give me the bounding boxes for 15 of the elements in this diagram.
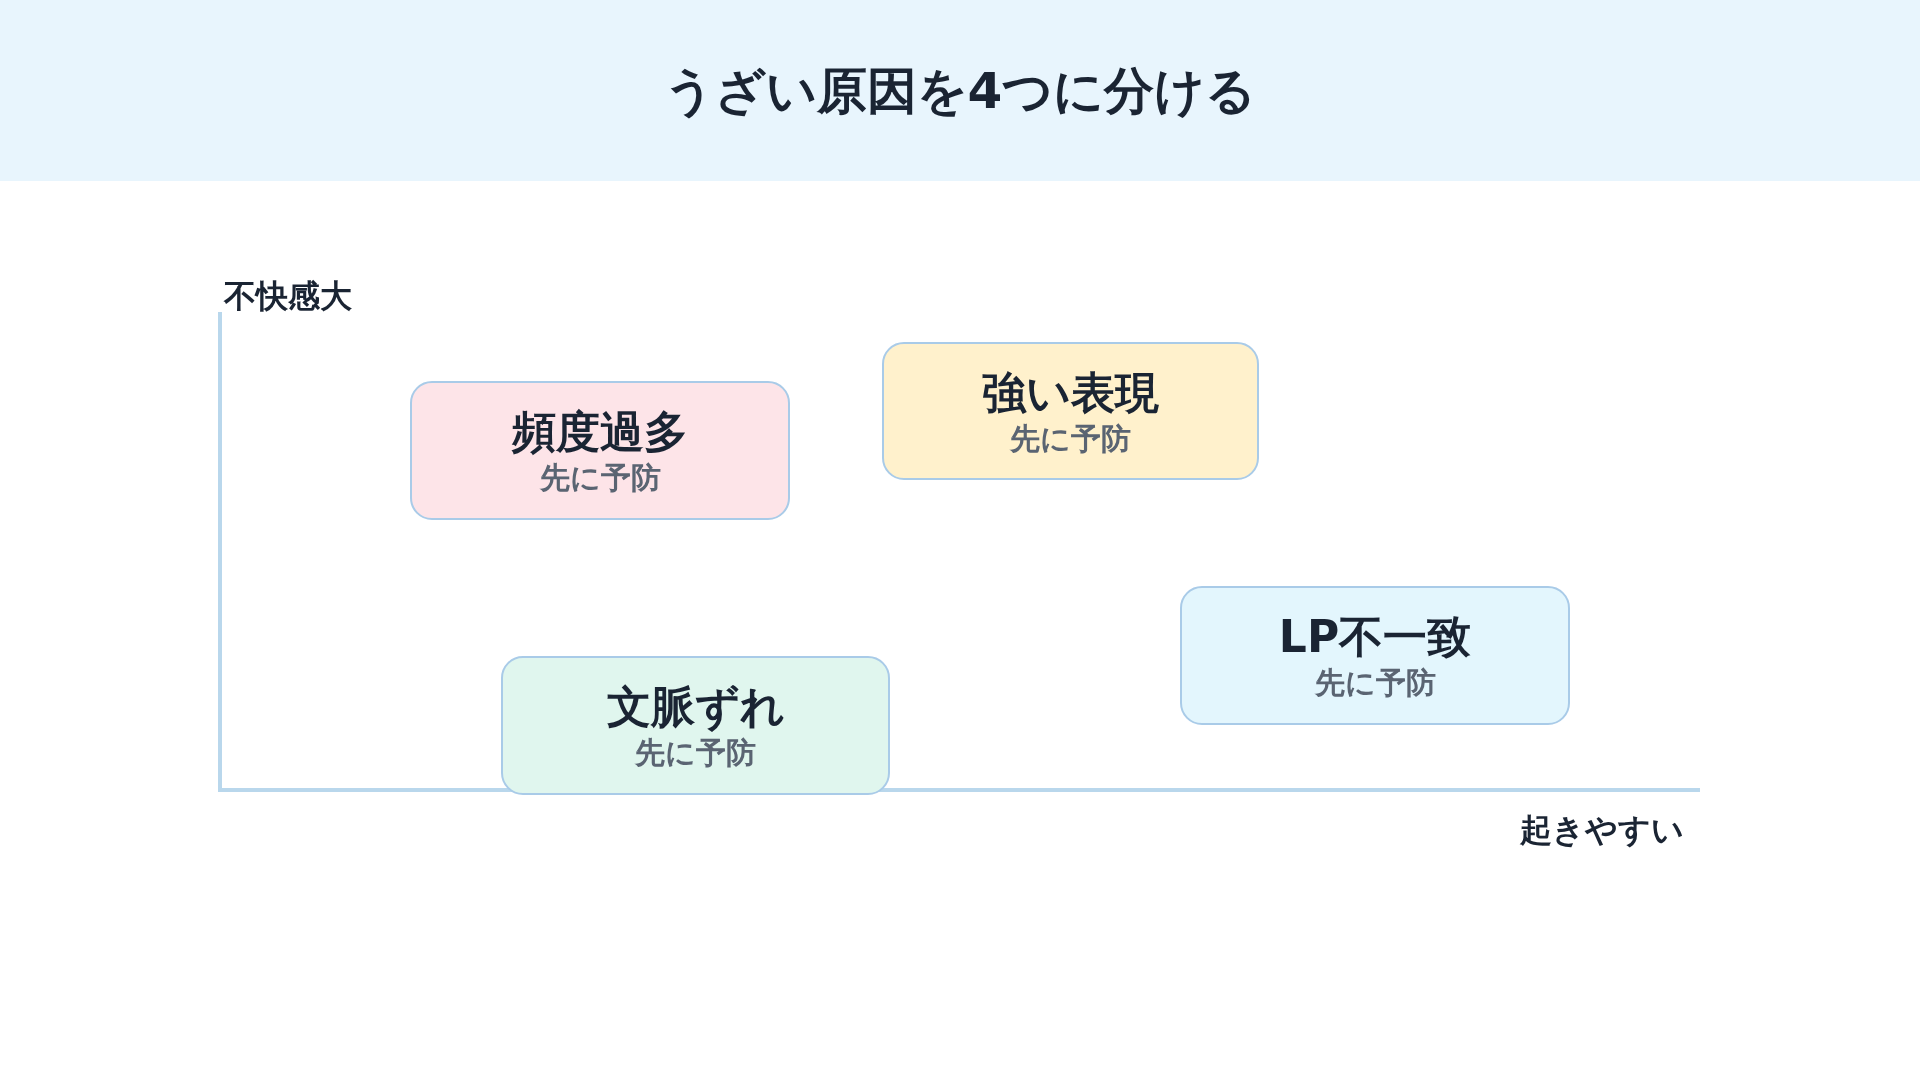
quadrant-card (882, 342, 1259, 480)
axis-label: 不快感大 (224, 276, 352, 316)
axis-label: 起きやすい (1520, 810, 1684, 850)
card-subtext: 先に予防 (635, 734, 756, 772)
card-subtext: 先に予防 (1010, 419, 1131, 458)
card-heading: 頻度過多 (512, 405, 688, 460)
card-subtext: 先に予防 (539, 459, 661, 497)
quadrant-card (501, 656, 890, 795)
card-heading: 文脈ずれ (606, 680, 785, 735)
title: うざい原因を4つに分ける (663, 61, 1257, 122)
quadrant-card (410, 381, 790, 520)
card-subtext: 先に予防 (1314, 664, 1436, 702)
quadrant-card (1180, 586, 1570, 725)
card-heading: 強い表現 (982, 365, 1159, 420)
card-heading: LP不一致 (1278, 610, 1472, 665)
